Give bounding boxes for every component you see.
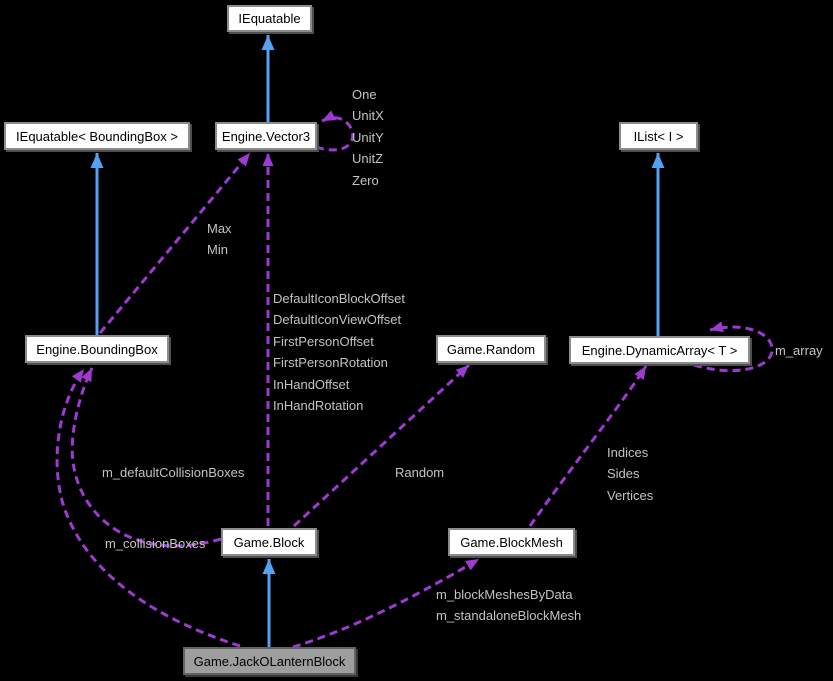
edge-label-jackolantern-boundingbox: m_collisionBoxes xyxy=(105,536,206,551)
edge-vector3-self-loop xyxy=(315,110,355,152)
edge-label-vector3-statics: One UnitX UnitY UnitZ Zero xyxy=(352,84,384,191)
edge-label-line: UnitY xyxy=(352,129,384,145)
edge-label-line: Indices xyxy=(607,445,649,460)
edge-label-line: Min xyxy=(207,242,228,258)
node-engine-vector3[interactable]: Engine.Vector3 xyxy=(215,122,317,150)
edge-label-line: m_standaloneBlockMesh xyxy=(436,608,582,624)
edge-label-boundingbox-vector3: Max Min xyxy=(207,218,232,261)
edge-label-line: UnitX xyxy=(352,108,384,124)
edge-label-line: FirstPersonRotation xyxy=(273,355,388,371)
node-game-block[interactable]: Game.Block xyxy=(221,528,317,556)
edge-label-line: DefaultIconViewOffset xyxy=(273,312,402,328)
edge-label-line: One xyxy=(352,87,377,102)
edge-label-line: InHandOffset xyxy=(273,376,350,392)
edge-label-line: Max xyxy=(207,221,232,236)
edge-block-uses-random xyxy=(292,363,471,528)
edge-label-line: FirstPersonOffset xyxy=(273,333,374,349)
node-engine-dynamicarray[interactable]: Engine.DynamicArray< T > xyxy=(569,336,750,364)
edge-block-uses-boundingbox xyxy=(70,367,222,548)
edge-label-line: m_blockMeshesByData xyxy=(436,587,573,602)
edge-label-line: InHandRotation xyxy=(273,398,364,414)
edge-label-block-boundingbox: m_defaultCollisionBoxes xyxy=(102,465,245,480)
edge-label-block-vector3: DefaultIconBlockOffset DefaultIconViewOf… xyxy=(273,288,405,416)
node-game-jackolanternblock-current: Game.JackOLanternBlock xyxy=(183,647,356,675)
edge-label-line: Zero xyxy=(352,172,379,188)
node-iequatable[interactable]: IEquatable xyxy=(227,5,312,32)
edge-label-line: Sides xyxy=(607,466,640,482)
node-engine-boundingbox[interactable]: Engine.BoundingBox xyxy=(25,335,169,363)
node-game-random[interactable]: Game.Random xyxy=(436,335,546,363)
edge-jackolantern-uses-boundingbox xyxy=(55,368,241,648)
edge-boundingbox-uses-vector3 xyxy=(98,152,252,334)
edge-label-block-random: Random xyxy=(395,465,445,480)
node-ilist[interactable]: IList< I > xyxy=(619,122,698,150)
edge-dynamicarray-self-loop xyxy=(693,321,774,373)
edge-label-line: Vertices xyxy=(607,487,654,503)
node-game-blockmesh[interactable]: Game.BlockMesh xyxy=(448,528,575,556)
edge-label-blockmesh-dynamicarray: Indices Sides Vertices xyxy=(607,442,653,506)
edge-label-line: DefaultIconBlockOffset xyxy=(273,291,405,306)
edge-jackolantern-uses-blockmesh xyxy=(292,557,480,649)
edge-label-jackolantern-blockmesh: m_blockMeshesByData m_standaloneBlockMes… xyxy=(436,584,581,627)
edge-label-dynamicarray-self: m_array xyxy=(775,343,823,358)
edge-label-line: UnitZ xyxy=(352,151,384,167)
edge-blockmesh-uses-dynamicarray xyxy=(528,365,648,527)
node-iequatable-boundingbox[interactable]: IEquatable< BoundingBox > xyxy=(4,122,190,150)
